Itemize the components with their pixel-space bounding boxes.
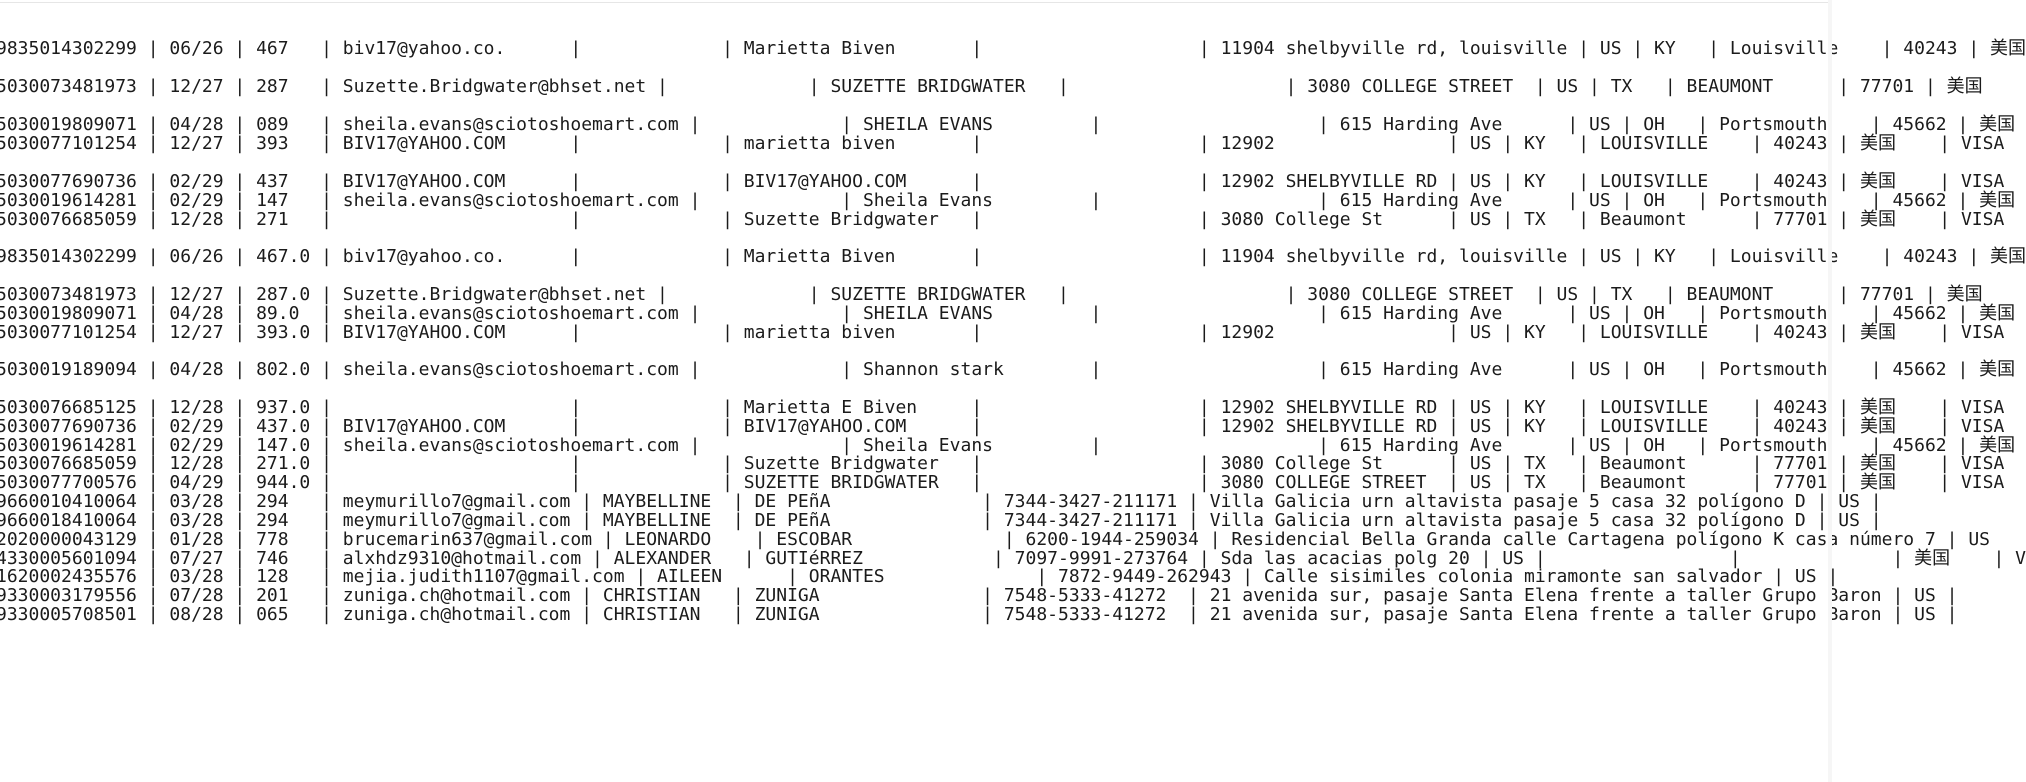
text-line: 5030019614281 | 02/29 | 147 | sheila.eva… — [0, 190, 2016, 211]
text-line: 5030019189094 | 04/28 | 802.0 | sheila.e… — [0, 359, 2016, 380]
text-line: 5030077690736 | 02/29 | 437.0 | BIV17@YA… — [0, 416, 2005, 437]
text-line: 9330003179556 | 07/28 | 201 | zuniga.ch@… — [0, 585, 1958, 606]
text-line: 9835014302299 | 06/26 | 467 | biv17@yaho… — [0, 38, 2026, 59]
window-edge — [1828, 0, 1832, 782]
text-line: 5030019614281 | 02/29 | 147.0 | sheila.e… — [0, 435, 2016, 456]
text-line: 5030077700576 | 04/29 | 944.0 | | | SUZE… — [0, 472, 2005, 493]
text-line: 2020000043129 | 01/28 | 778 | brucemarin… — [0, 529, 1990, 550]
text-line: 5030019809071 | 04/28 | 89.0 | sheila.ev… — [0, 303, 2016, 324]
text-line: 4330005601094 | 07/27 | 746 | alxhdz9310… — [0, 548, 2026, 569]
text-line: 9660018410064 | 03/28 | 294 | meymurillo… — [0, 510, 1882, 531]
text-line: 9835014302299 | 06/26 | 467.0 | biv17@ya… — [0, 246, 2026, 267]
text-line: 9330005708501 | 08/28 | 065 | zuniga.ch@… — [0, 604, 1958, 625]
text-line: 5030073481973 | 12/27 | 287 | Suzette.Br… — [0, 76, 1983, 97]
text-line: 5030076685125 | 12/28 | 937.0 | | | Mari… — [0, 397, 2005, 418]
text-line: 5030073481973 | 12/27 | 287.0 | Suzette.… — [0, 284, 1983, 305]
text-line: 1620002435576 | 03/28 | 128 | mejia.judi… — [0, 566, 1839, 587]
text-line: 5030077101254 | 12/27 | 393.0 | BIV17@YA… — [0, 322, 2005, 343]
text-line: 9660010410064 | 03/28 | 294 | meymurillo… — [0, 491, 1882, 512]
text-line: 5030077690736 | 02/29 | 437 | BIV17@YAHO… — [0, 171, 2005, 192]
text-line: 5030077101254 | 12/27 | 393 | BIV17@YAHO… — [0, 133, 2005, 154]
text-line: 5030076685059 | 12/28 | 271.0 | | | Suze… — [0, 453, 2005, 474]
text-line: 5030019809071 | 04/28 | 089 | sheila.eva… — [0, 114, 2016, 135]
top-divider — [0, 2, 1832, 3]
text-line: 5030076685059 | 12/28 | 271 | | | Suzett… — [0, 209, 2005, 230]
